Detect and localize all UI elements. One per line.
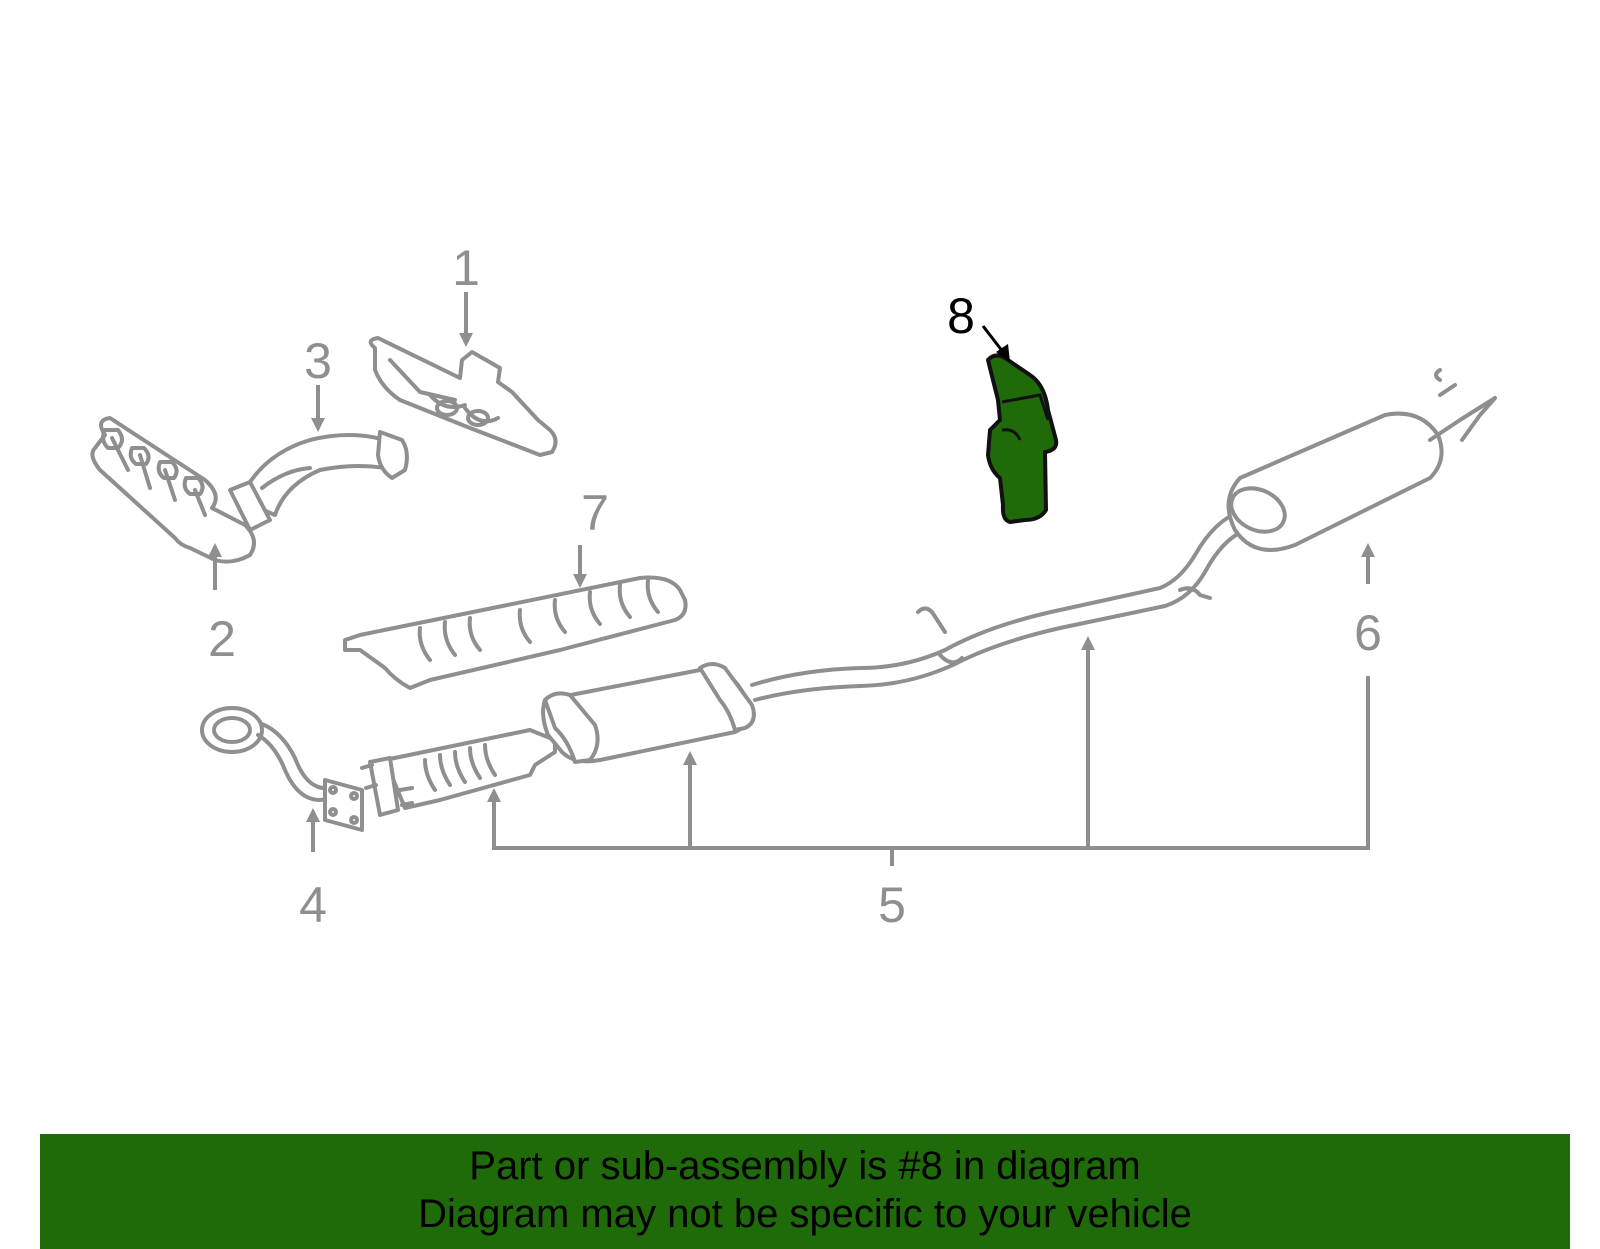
info-banner: Part or sub-assembly is #8 in diagram Di…	[40, 1134, 1570, 1249]
callout-4: 4	[299, 877, 327, 933]
part-3-crossover-pipe	[228, 430, 409, 532]
callout-2: 2	[208, 611, 236, 667]
part-1-manifold	[368, 336, 558, 457]
callout-6: 6	[1354, 605, 1382, 661]
callout-5: 5	[878, 877, 906, 933]
callout-8: 8	[947, 288, 975, 344]
part-8-heat-shield-highlighted	[986, 353, 1059, 524]
callout-7: 7	[581, 485, 609, 541]
leaders	[208, 292, 1375, 866]
part-4-front-pipe	[200, 706, 364, 832]
part-2-manifold	[90, 416, 256, 564]
callout-3: 3	[304, 333, 332, 389]
part-7-heat-shield	[343, 575, 688, 690]
callout-1: 1	[452, 240, 480, 296]
part-6-rear-muffler	[1226, 368, 1497, 552]
banner-line-1: Part or sub-assembly is #8 in diagram	[469, 1144, 1141, 1188]
banner-line-2: Diagram may not be specific to your vehi…	[418, 1192, 1192, 1236]
